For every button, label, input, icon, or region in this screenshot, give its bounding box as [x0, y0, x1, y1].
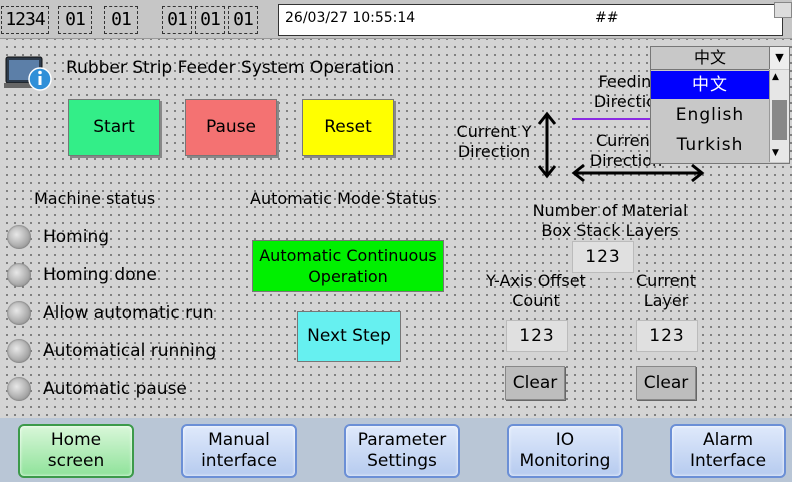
allow-auto-run-label: Allow automatic run: [43, 303, 214, 323]
auto-mode-heading: Automatic Mode Status: [250, 189, 437, 208]
scroll-thumb[interactable]: [772, 100, 787, 140]
homing-label: Homing: [43, 227, 110, 247]
language-option-chinese[interactable]: 中文: [651, 71, 769, 99]
status-text: ##: [595, 10, 619, 26]
language-dropdown[interactable]: 中文 ▼ 中文 English Turkish ▲ ▼: [650, 46, 790, 164]
counter-field-6: 01: [228, 6, 258, 34]
dropdown-arrow-icon[interactable]: ▼: [769, 47, 789, 69]
datetime-display: 26/03/27 10:55:14 ##: [278, 4, 783, 36]
dropdown-scrollbar[interactable]: ▲ ▼: [769, 70, 789, 162]
language-option-english[interactable]: English: [675, 105, 745, 125]
start-button[interactable]: Start: [68, 99, 160, 156]
feeding-direction-label: Feeding Direction: [593, 72, 667, 111]
top-status-bar: 1234 01 01 01 01 01 26/03/27 10:55:14 ##: [0, 0, 792, 39]
auto-mode-status: Automatic Continuous Operation: [252, 240, 444, 292]
counter-field-5: 01: [195, 6, 225, 34]
clear-y-offset-button[interactable]: Clear: [505, 366, 565, 400]
homing-done-indicator: [7, 263, 31, 287]
stack-layers-value[interactable]: 123: [572, 241, 634, 273]
machine-status-heading: Machine status: [34, 189, 156, 208]
auto-pause-label: Automatic pause: [43, 379, 187, 399]
x-direction-arrow-icon: [571, 163, 705, 183]
current-y-direction-label: Current Y Direction: [456, 122, 532, 161]
clear-layer-button[interactable]: Clear: [636, 366, 696, 400]
nav-alarm-interface[interactable]: Alarm Interface: [670, 424, 786, 478]
counter-field-2: 01: [58, 6, 92, 34]
next-step-button[interactable]: Next Step: [297, 311, 401, 362]
current-direction-label: Current Direction: [589, 131, 663, 170]
datetime-text: 26/03/27 10:55:14: [285, 10, 416, 26]
top-corner-button[interactable]: [774, 2, 792, 18]
pause-button[interactable]: Pause: [185, 99, 277, 156]
auto-pause-indicator: [7, 377, 31, 401]
y-offset-value[interactable]: 123: [506, 320, 568, 352]
nav-parameter-settings[interactable]: Parameter Settings: [344, 424, 460, 478]
language-option-turkish[interactable]: Turkish: [676, 135, 744, 155]
y-offset-label: Y-Axis Offset Count: [486, 271, 586, 310]
stack-layers-label: Number of Material Box Stack Layers: [532, 201, 688, 240]
counter-field-1: 1234: [1, 6, 49, 34]
homing-done-label: Homing done: [43, 265, 157, 285]
scroll-down-icon[interactable]: ▼: [772, 148, 779, 158]
allow-auto-run-indicator: [7, 301, 31, 325]
page-title: Rubber Strip Feeder System Operation: [66, 58, 395, 78]
nav-io-monitoring[interactable]: IO Monitoring: [507, 424, 623, 478]
info-icon: [4, 55, 54, 95]
current-layer-value[interactable]: 123: [636, 320, 698, 352]
feeding-direction-line: [572, 118, 652, 120]
current-layer-label: Current Layer: [635, 271, 697, 310]
auto-running-label: Automatical running: [43, 341, 217, 361]
counter-field-4: 01: [162, 6, 192, 34]
nav-home-screen[interactable]: Home screen: [18, 424, 134, 478]
counter-field-3: 01: [104, 6, 138, 34]
homing-indicator: [7, 225, 31, 249]
scroll-up-icon[interactable]: ▲: [772, 72, 779, 82]
nav-manual-interface[interactable]: Manual interface: [181, 424, 297, 478]
y-direction-arrow-icon: [537, 111, 557, 179]
language-selected[interactable]: 中文: [651, 47, 769, 70]
reset-button[interactable]: Reset: [302, 99, 394, 156]
auto-running-indicator: [7, 339, 31, 363]
